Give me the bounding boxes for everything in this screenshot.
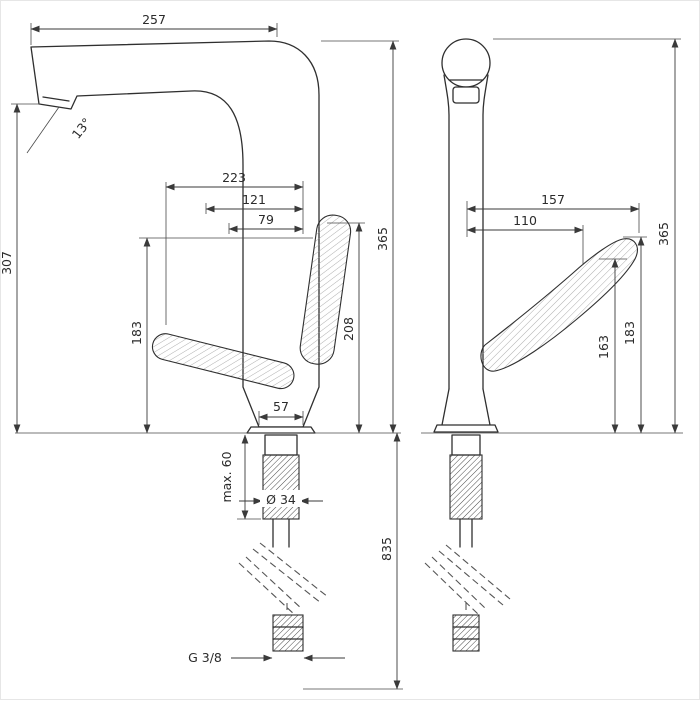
dim-57-label: 57: [273, 399, 289, 414]
dim-208-label: 208: [341, 317, 356, 341]
side-handle-lever: [151, 333, 295, 390]
dim-257-label: 257: [142, 12, 166, 27]
side-base-plate: [246, 426, 316, 434]
dim-110-label: 110: [513, 213, 537, 228]
front-dimensions: 157 110 365 163 183: [421, 38, 683, 434]
front-view: 157 110 365 163 183: [421, 38, 683, 652]
dim-121-label: 121: [242, 192, 266, 207]
front-faucet-body: [433, 38, 499, 433]
side-threaded-shank: [262, 454, 300, 520]
front-supply-hoses: [424, 544, 511, 616]
dim-13deg-label: 13°: [69, 115, 94, 142]
side-handle-group: [151, 214, 352, 390]
dim-365-side-label: 365: [375, 227, 390, 251]
side-dimensions: 257 13° 307 223 121 79 183 208 365 57 Ø …: [1, 12, 403, 690]
dim-183-front-label: 183: [622, 321, 637, 345]
side-understructure: [238, 434, 329, 652]
side-view: 257 13° 307 223 121 79 183 208 365 57 Ø …: [1, 12, 403, 690]
side-shank-upper: [264, 434, 298, 456]
dim-max60-label: max. 60: [219, 451, 234, 502]
front-aerator: [452, 86, 480, 104]
side-spout-body-outline: [30, 40, 320, 428]
dim-183-side-label: 183: [129, 321, 144, 345]
front-handle-lever: [480, 238, 638, 372]
front-cone-right: [482, 388, 491, 426]
dim-dia34-label: Ø 34: [266, 492, 296, 507]
side-hose-connector: [272, 614, 304, 652]
front-handle-group: [480, 238, 638, 372]
front-shank-upper: [451, 434, 481, 456]
side-handle-raised: [299, 214, 352, 365]
dim-223-label: 223: [222, 170, 246, 185]
front-neck-right: [482, 74, 489, 390]
front-threaded-shank: [449, 454, 483, 520]
dim-307-label: 307: [1, 251, 14, 275]
front-base-plate: [433, 424, 499, 433]
dim-79-label: 79: [258, 212, 274, 227]
dim-157-label: 157: [541, 192, 565, 207]
front-understructure: [424, 434, 511, 652]
side-faucet-body: [30, 40, 320, 434]
front-neck-left: [443, 74, 450, 390]
dim-g38-label: G 3/8: [188, 650, 222, 665]
side-aerator-line: [42, 96, 70, 102]
dim-835-label: 835: [379, 537, 394, 561]
side-supply-hoses: [238, 542, 329, 616]
front-cone-left: [441, 388, 450, 426]
angle-reference-line: [26, 106, 60, 154]
dia34-label-backing: [260, 490, 302, 507]
dim-163-label: 163: [596, 335, 611, 359]
dim-365-front-label: 365: [656, 222, 671, 246]
front-hose-connector: [452, 614, 480, 652]
